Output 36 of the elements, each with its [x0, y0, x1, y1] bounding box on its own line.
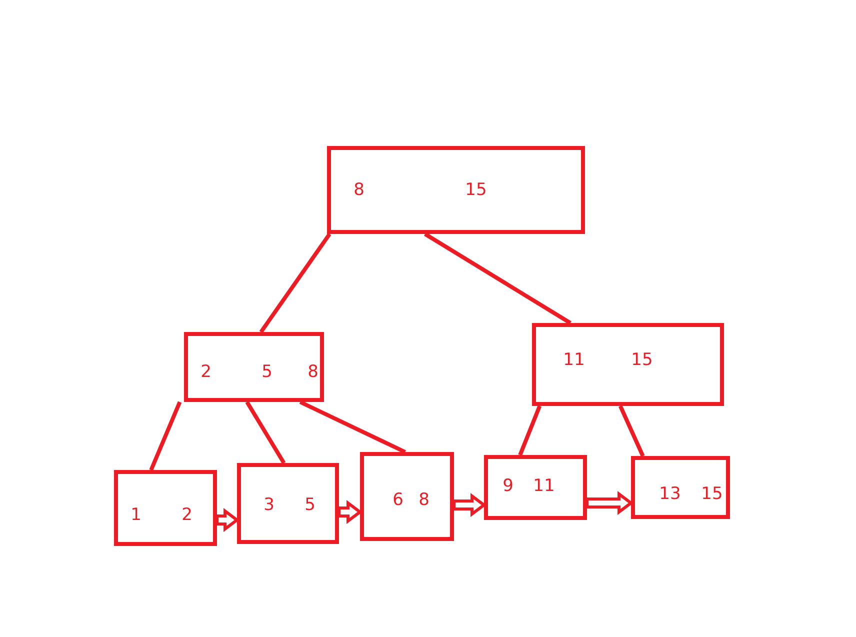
connector-line: [245, 400, 286, 464]
key-value: 1: [130, 505, 142, 525]
hollow-arrow: [452, 493, 486, 517]
key-value: 15: [465, 180, 487, 200]
key-node-box: [532, 323, 724, 406]
connector-line: [259, 232, 332, 334]
key-value: 3: [264, 495, 274, 515]
key-value: 11: [533, 476, 555, 496]
connector-line: [618, 405, 645, 457]
key-value: 8: [354, 180, 364, 200]
connector-line: [518, 405, 542, 456]
connector-line: [149, 401, 182, 471]
key-value: 5: [262, 362, 272, 382]
key-value: 2: [182, 505, 192, 525]
key-node-box: [327, 146, 585, 234]
connector-line: [299, 400, 406, 454]
key-node-box: [237, 463, 339, 544]
key-value: 15: [631, 350, 653, 370]
key-value: 8: [418, 490, 430, 510]
key-value: 8: [308, 362, 318, 382]
key-node-box: [184, 332, 324, 402]
hollow-arrow: [586, 491, 634, 515]
hollow-arrow: [338, 500, 362, 524]
key-value: 6: [392, 490, 404, 510]
key-value: 2: [200, 362, 212, 382]
key-value: 5: [304, 495, 316, 515]
key-node-box: [631, 456, 730, 519]
key-value: 11: [563, 350, 585, 370]
key-value: 15: [701, 484, 723, 504]
key-node-box: [360, 452, 454, 541]
hollow-arrow: [216, 508, 240, 532]
key-value: 9: [502, 476, 514, 496]
key-node-box: [114, 470, 217, 546]
key-value: 13: [659, 484, 681, 504]
key-node-box: [484, 455, 587, 520]
connector-line: [424, 232, 572, 325]
